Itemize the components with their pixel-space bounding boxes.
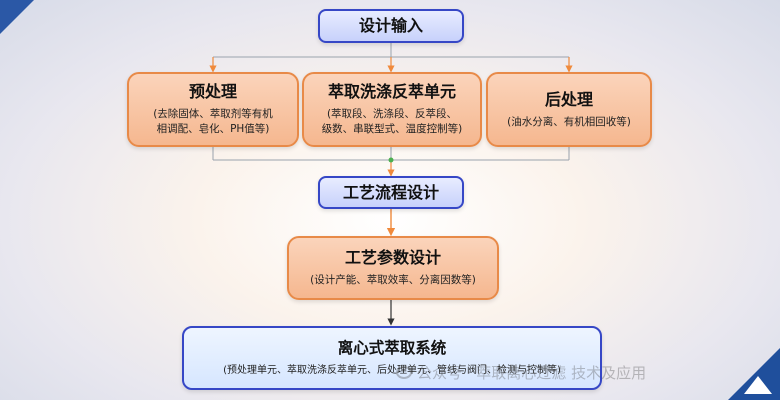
node-process-flow-design: 工艺流程设计 — [318, 176, 464, 209]
node-desc: (预处理单元、萃取洗涤反萃单元、后处理单元、管线与阀门、检测与控制等) — [223, 365, 561, 376]
wechat-icon — [396, 366, 412, 379]
node-title: 设计输入 — [358, 16, 423, 35]
node-pretreatment: 预处理 (去除固体、萃取剂等有机 相调配、皂化、PH值等) — [127, 72, 299, 147]
node-title: 预处理 — [188, 82, 237, 101]
node-desc: (萃取段、洗涤段、反萃段、 级数、串联型式、温度控制等) — [321, 108, 463, 135]
node-desc: (油水分离、有机相回收等) — [507, 115, 631, 128]
node-centrifugal-extraction-system: 离心式萃取系统 (预处理单元、萃取洗涤反萃单元、后处理单元、管线与阀门、检测与控… — [182, 326, 602, 390]
corner-decoration-top-left — [0, 0, 34, 34]
logo-mark-icon — [744, 376, 772, 394]
watermark-text: 公众号 · 萃取离心过滤 技术及应用 — [417, 364, 647, 382]
node-title: 萃取洗涤反萃单元 — [327, 82, 456, 101]
node-posttreatment: 后处理 (油水分离、有机相回收等) — [486, 72, 652, 147]
node-desc: (去除固体、萃取剂等有机 相调配、皂化、PH值等) — [153, 108, 273, 135]
node-title: 后处理 — [544, 89, 593, 109]
node-design-input: 设计输入 — [318, 9, 464, 43]
node-process-parameter-design: 工艺参数设计 (设计产能、萃取效率、分离因数等) — [287, 236, 499, 300]
node-extraction-unit: 萃取洗涤反萃单元 (萃取段、洗涤段、反萃段、 级数、串联型式、温度控制等) — [302, 72, 482, 147]
node-title: 工艺参数设计 — [344, 248, 441, 267]
junction-dot-green — [388, 157, 394, 163]
node-title: 离心式萃取系统 — [337, 339, 447, 357]
node-desc: (设计产能、萃取效率、分离因数等) — [310, 274, 476, 286]
watermark: 公众号 · 萃取离心过滤 技术及应用 — [396, 362, 646, 383]
node-title: 工艺流程设计 — [342, 182, 439, 202]
